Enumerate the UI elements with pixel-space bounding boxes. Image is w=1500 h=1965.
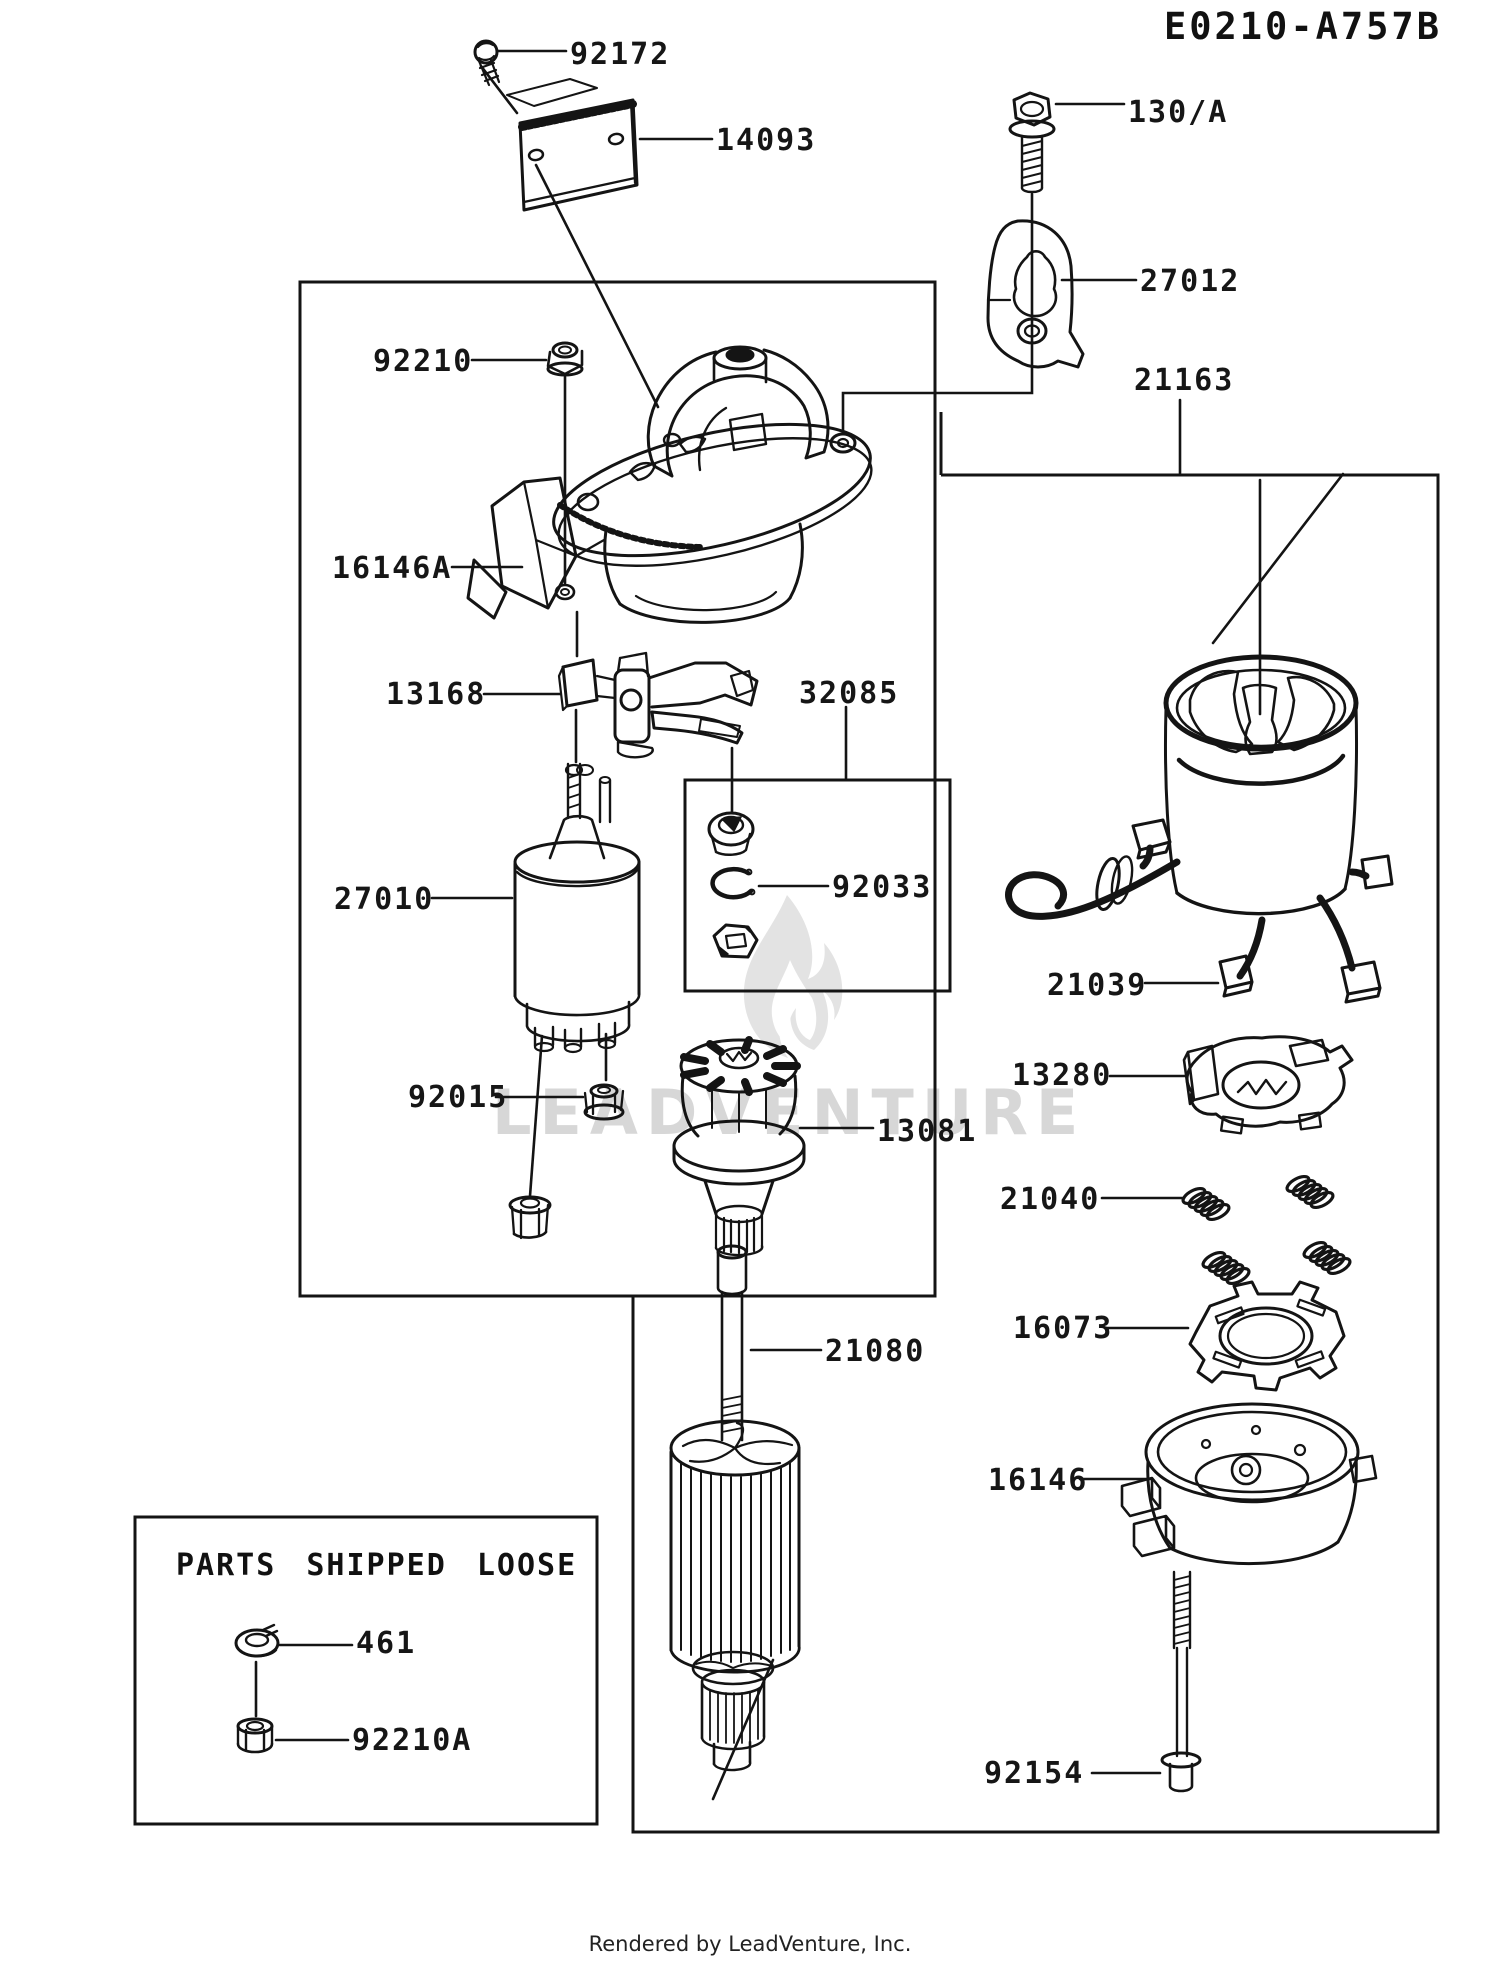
cover-plate-14093-drawing: [506, 78, 639, 212]
watermark-text: LEADVENTURE: [492, 1076, 1087, 1149]
part-label-16073: 16073: [1013, 1311, 1114, 1346]
wiring-connectors-drawing: [1095, 818, 1394, 1004]
solenoid-27010-drawing: [513, 762, 641, 1054]
part-label-92154: 92154: [984, 1756, 1085, 1791]
nut-lower-drawing: [508, 1195, 552, 1240]
bolt-130A-drawing: [1008, 91, 1056, 194]
frame-boxes: [133, 280, 1440, 1834]
nut-92210A-drawing: [236, 1717, 274, 1754]
brush-springs-21040-drawing: [1179, 1171, 1354, 1289]
part-label-21040: 21040: [1000, 1182, 1101, 1217]
part-label-92210A: 92210A: [352, 1723, 473, 1758]
bolt-92154-drawing: [1160, 1570, 1202, 1793]
lock-plate-16073-drawing: [1188, 1280, 1346, 1392]
part-label-92015: 92015: [408, 1080, 509, 1115]
part-label-92172: 92172: [570, 37, 671, 72]
part-label-92210: 92210: [373, 344, 474, 379]
part-label-21163: 21163: [1134, 363, 1235, 398]
main-assembly-box: [298, 280, 937, 1298]
part-label-27010: 27010: [334, 882, 435, 917]
grommet-32085-drawing: [707, 811, 755, 856]
yoke-21163-drawing: [1163, 654, 1359, 916]
armature-21080-drawing: [669, 1244, 801, 1772]
leader-lines: [254, 49, 1345, 1801]
part-label-16146: 16146: [988, 1463, 1089, 1498]
part-label-13168: 13168: [386, 677, 487, 712]
nut-92015-drawing: [583, 1083, 625, 1121]
watermark-flame-icon: [743, 895, 843, 1058]
part-label-14093: 14093: [716, 123, 817, 158]
motor-parts-box: [631, 412, 1440, 1834]
starter-assembly-drawing: [466, 345, 873, 624]
part-label-21039: 21039: [1047, 968, 1148, 1003]
part-label-130A: 130/A: [1128, 95, 1229, 130]
part-label-92033: 92033: [832, 870, 933, 905]
pinion-13081-drawing: [672, 1036, 806, 1257]
retainer-32085-drawing: [712, 923, 759, 959]
part-label-27012: 27012: [1140, 264, 1241, 299]
parts-shipped-loose-title: PARTS SHIPPED LOOSE: [176, 1548, 578, 1583]
bracket-27012-drawing: [986, 219, 1085, 369]
page-title: E0210-A757B: [1163, 5, 1442, 48]
wiring-21039-drawing: [1005, 844, 1370, 980]
seal-kit-box: [683, 778, 952, 993]
washer-461-drawing: [234, 1623, 280, 1658]
part-label-32085: 32085: [799, 676, 900, 711]
part-label-13081: 13081: [877, 1114, 978, 1149]
footer-credit: Rendered by LeadVenture, Inc.: [588, 1932, 912, 1956]
end-cap-16146-drawing: [1120, 1402, 1378, 1566]
circlip-92033-drawing: [710, 866, 756, 900]
brush-holder-13280-drawing: [1182, 1035, 1354, 1135]
shift-lever-13168-drawing: [557, 651, 759, 759]
part-label-21080: 21080: [825, 1334, 926, 1369]
parts-shipped-loose-box: [133, 1515, 599, 1826]
part-label-461: 461: [356, 1626, 417, 1661]
screw-92172-drawing: [473, 39, 501, 87]
nut-92210-drawing: [546, 341, 584, 377]
part-label-13280: 13280: [1012, 1058, 1113, 1093]
part-label-16146A: 16146A: [332, 551, 453, 586]
